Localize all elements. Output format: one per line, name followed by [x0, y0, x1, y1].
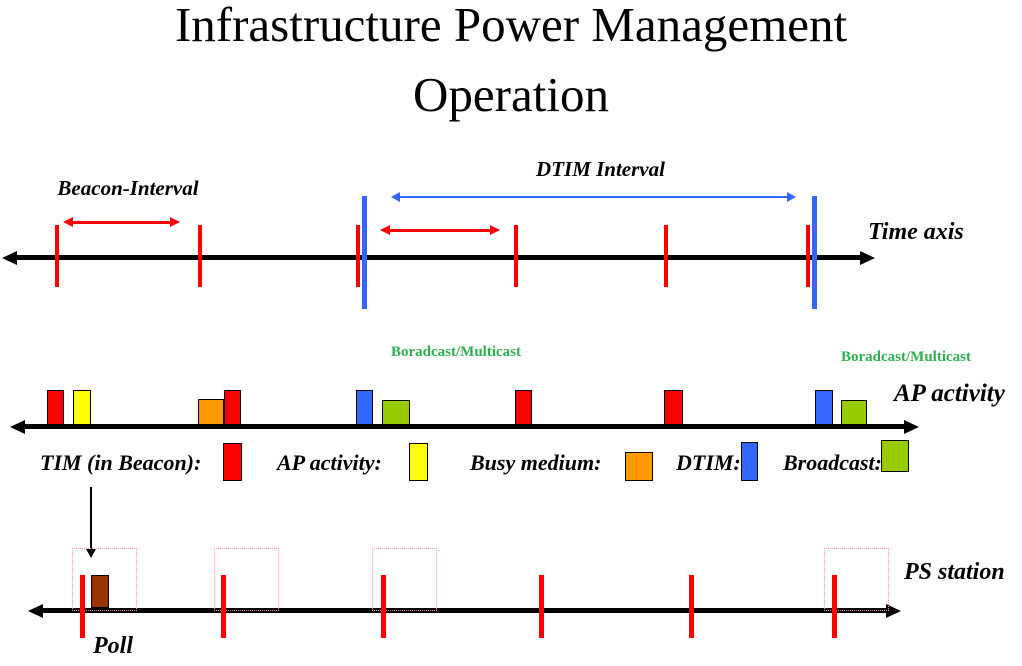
ps-station-label: PS station: [904, 559, 1005, 585]
time-axis-right-arrowhead-icon: [860, 251, 875, 265]
ap-bar-broadcast: [841, 400, 867, 425]
beacon-tick: [55, 225, 59, 287]
ps-beacon-tick: [221, 575, 226, 638]
tim-to-poll-arrowhead-icon: [86, 549, 96, 558]
ps-beacon-tick: [381, 575, 386, 638]
broadcast-multicast-label-2: Boradcast/Multicast: [841, 349, 971, 365]
legend-tim-label: TIM (in Beacon):: [40, 450, 202, 475]
ps-axis-right-arrowhead-icon: [886, 604, 901, 618]
time-axis-label: Time axis: [868, 219, 964, 245]
ap-bar-dtim: [356, 390, 373, 425]
beacon-tick: [514, 225, 518, 287]
ap-bar-ap-activity: [73, 390, 91, 425]
ap-bar-broadcast: [382, 400, 410, 425]
legend-ap-activity-swatch: [409, 443, 428, 481]
beacon-tick: [198, 225, 202, 287]
legend-ap-activity-label: AP activity:: [277, 450, 382, 475]
time-axis-left-arrowhead-icon: [2, 251, 17, 265]
legend-broadcast-label: Broadcast:: [783, 450, 882, 475]
beacon-tick: [806, 225, 810, 287]
ap-activity-label: AP activity: [894, 380, 1005, 407]
title-line-2: Operation: [413, 67, 609, 122]
legend-dtim-label: DTIM:: [676, 450, 741, 475]
ps-beacon-tick: [80, 575, 85, 638]
legend-broadcast-swatch: [881, 440, 909, 472]
ap-axis-right-arrowhead-icon: [904, 420, 919, 434]
dtim-interval-arrow: [400, 196, 787, 198]
beacon-interval-2-arrowhead-left-icon: [380, 225, 390, 235]
time-axis-line: [14, 255, 862, 260]
ps-axis-left-arrowhead-icon: [28, 604, 43, 618]
ap-bar-tim: [515, 390, 532, 425]
awake-window-box: [372, 548, 437, 611]
ap-activity-axis-line: [24, 424, 906, 429]
beacon-interval-2-arrowhead-right-icon: [490, 225, 500, 235]
beacon-tick: [664, 225, 668, 287]
dtim-interval-arrowhead-right-icon: [787, 192, 796, 202]
poll-frame-bar: [91, 575, 109, 608]
beacon-interval-arrowhead-left-icon: [63, 217, 73, 227]
poll-label: Poll: [93, 633, 133, 659]
ps-beacon-tick: [689, 575, 694, 638]
ap-bar-dtim: [815, 390, 833, 425]
legend-busy-medium-label: Busy medium:: [470, 450, 602, 475]
ps-beacon-tick: [539, 575, 544, 638]
ps-beacon-tick: [832, 575, 837, 638]
beacon-interval-arrow-2: [390, 229, 490, 232]
tim-to-poll-arrow: [90, 487, 92, 549]
broadcast-multicast-label-1: Boradcast/Multicast: [391, 344, 521, 360]
dtim-marker-line: [812, 196, 817, 309]
ps-station-axis-line: [42, 608, 888, 613]
legend-tim-swatch: [223, 443, 242, 481]
dtim-marker-line: [362, 196, 367, 309]
beacon-interval-label: Beacon-Interval: [57, 176, 199, 200]
ap-bar-tim: [664, 390, 683, 425]
dtim-interval-arrowhead-left-icon: [391, 192, 400, 202]
ap-axis-left-arrowhead-icon: [10, 420, 25, 434]
beacon-tick: [356, 225, 360, 287]
legend-dtim-swatch: [741, 442, 758, 481]
title-line-1: Infrastructure Power Management: [174, 0, 848, 52]
awake-window-box: [824, 548, 889, 611]
awake-window-box: [214, 548, 279, 611]
ap-bar-busy-medium: [198, 399, 224, 425]
ap-bar-tim: [47, 390, 64, 425]
ap-bar-tim: [224, 390, 241, 425]
legend-busy-medium-swatch: [625, 452, 653, 481]
beacon-interval-arrow: [73, 221, 170, 224]
beacon-interval-arrowhead-right-icon: [170, 217, 180, 227]
slide-title: Infrastructure Power Management Operatio…: [0, 0, 1022, 130]
dtim-interval-label: DTIM Interval: [536, 157, 665, 181]
awake-window-box: [72, 548, 137, 611]
